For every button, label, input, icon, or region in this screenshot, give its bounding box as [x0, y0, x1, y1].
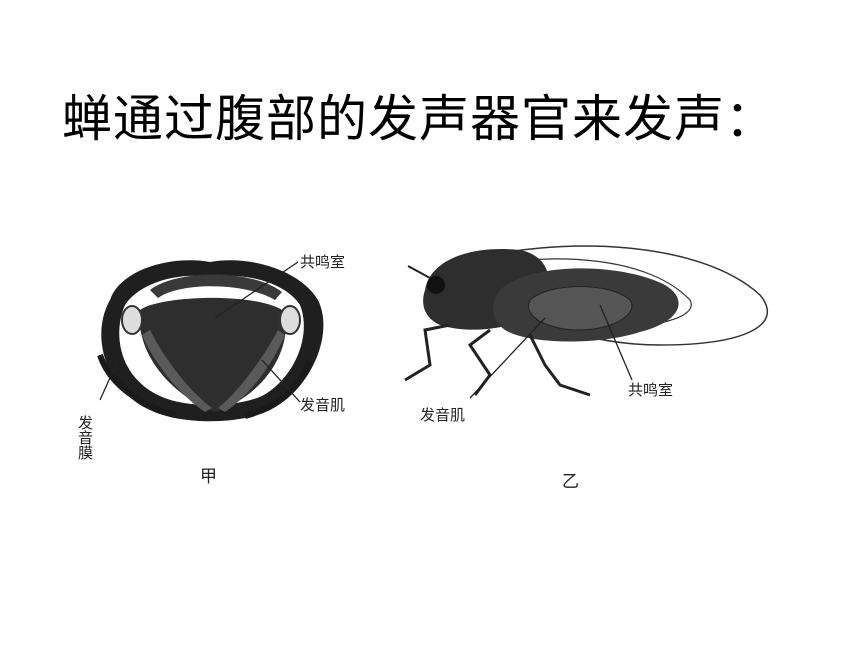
label-muscle-a: 发音肌 — [300, 396, 345, 414]
top-plate — [150, 274, 282, 300]
side-view-diagram: 发音肌 共鸣室 乙 — [404, 245, 768, 492]
cicada-eye — [427, 276, 445, 294]
label-membrane-a: 发音膜 — [76, 415, 94, 461]
label-muscle-b: 发音肌 — [420, 406, 465, 424]
leader-membrane-a — [99, 359, 119, 401]
sound-muscle-right — [218, 330, 285, 412]
leg-front — [404, 323, 451, 382]
cross-section-diagram: 共鸣室 发音肌 发音膜 甲 — [76, 253, 345, 487]
label-chamber-b: 共鸣室 — [628, 381, 673, 399]
leg-rear — [528, 334, 591, 397]
caption-b: 乙 — [562, 472, 579, 492]
slide-title: 蝉通过腹部的发声器官来发声： — [62, 90, 776, 148]
membrane-left — [97, 353, 176, 418]
sound-muscle-left — [142, 330, 212, 412]
leader-chamber-a — [214, 261, 299, 319]
joint-right — [279, 305, 301, 335]
label-chamber-a: 共鸣室 — [300, 253, 345, 271]
joint-left — [121, 305, 143, 335]
leader-chamber-b — [599, 304, 633, 381]
membrane-right — [244, 358, 313, 419]
leg-middle — [467, 328, 492, 396]
caption-a: 甲 — [200, 467, 217, 487]
leader-muscle-b — [469, 317, 546, 399]
antenna — [407, 265, 431, 279]
leader-muscle-a — [261, 359, 301, 403]
